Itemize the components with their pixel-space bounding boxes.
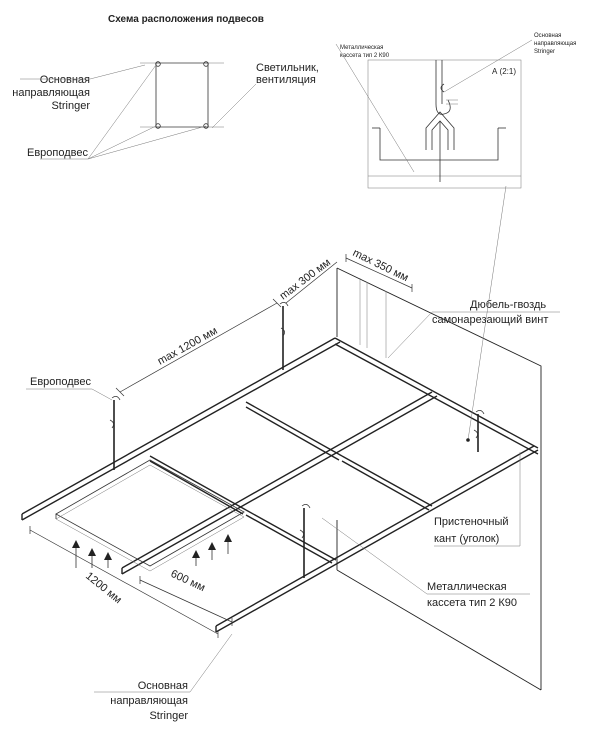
insertion-arrows bbox=[72, 534, 232, 568]
cross-rail bbox=[341, 455, 433, 507]
detail-profile bbox=[379, 128, 499, 161]
scheme-light-label-1: Светильник, bbox=[256, 62, 319, 74]
cassette-panel-edge bbox=[55, 464, 245, 572]
scheme-guide-label-2: направляющая bbox=[12, 87, 90, 99]
dim-tick bbox=[115, 387, 125, 397]
hanger-label: Европодвес bbox=[30, 376, 92, 388]
dim-300-line bbox=[285, 261, 338, 304]
stringer-2 bbox=[121, 391, 433, 569]
dowel-label-2: самонарезающий винт bbox=[432, 314, 548, 326]
stringer-1 bbox=[21, 341, 341, 521]
scheme-light-leader bbox=[211, 83, 257, 129]
scheme-guide-leader bbox=[20, 64, 146, 80]
detail-tee-profile bbox=[425, 111, 455, 150]
guide-leader bbox=[94, 633, 233, 693]
stringer-3 bbox=[215, 445, 535, 627]
scheme-hanger-leader bbox=[87, 125, 157, 160]
dim-1200-bottom-line bbox=[29, 529, 219, 635]
guide-label-1: Основная bbox=[138, 680, 188, 692]
wall-plane-outline bbox=[336, 267, 542, 690]
detail-callout-leader bbox=[467, 185, 507, 441]
scheme-cell bbox=[155, 62, 209, 128]
wall-angle-back bbox=[334, 337, 539, 449]
main-isometric-view: max 1200 мм max 300 мм max 350 мм Дюбель… bbox=[21, 185, 560, 722]
arrow-up-icon bbox=[208, 542, 216, 550]
cassette-label-2: кассета тип 2 К90 bbox=[427, 597, 517, 609]
dim-600-label: 600 мм bbox=[169, 568, 207, 594]
wall-angle-label-1: Пристеночный bbox=[434, 516, 509, 528]
callout-point bbox=[466, 438, 470, 442]
hanger-leader bbox=[26, 388, 113, 401]
hanger-clip bbox=[473, 410, 485, 439]
hanger-layout-scheme: Схема расположения подвесов Основная нап… bbox=[12, 14, 319, 160]
detail-guide-label-1: Основная bbox=[534, 33, 561, 39]
scheme-title: Схема расположения подвесов bbox=[108, 14, 264, 25]
dim-max-300-label: max 300 мм bbox=[278, 256, 333, 302]
scheme-guide-label-3: Stringer bbox=[51, 100, 90, 112]
detail-scale-label: А (2:1) bbox=[492, 67, 516, 76]
arrow-up-icon bbox=[224, 534, 232, 542]
scheme-light-label-2: вентиляция bbox=[256, 74, 316, 86]
wall-angle-back bbox=[334, 343, 539, 455]
dim-max-1200-label: max 1200 мм bbox=[156, 325, 220, 368]
cross-rail bbox=[341, 460, 430, 511]
hanger-clip bbox=[299, 504, 311, 539]
detail-guide-leader bbox=[443, 39, 533, 93]
cassette-label-1: Металлическая bbox=[427, 581, 507, 593]
dowel-label-1: Дюбель-гвоздь bbox=[470, 299, 546, 311]
detail-guide-label-2: направляющая bbox=[534, 41, 576, 47]
detail-cassette-label-1: Металлическая bbox=[340, 45, 383, 51]
detail-a-view: Металлическая кассета тип 2 К90 Основная… bbox=[335, 33, 576, 189]
stringer-2 bbox=[121, 395, 438, 575]
scheme-hanger-label: Европодвес bbox=[27, 147, 89, 159]
detail-frame bbox=[367, 59, 522, 189]
detail-cassette-label-2: кассета тип 2 К90 bbox=[340, 53, 390, 59]
dim-350-line bbox=[345, 257, 413, 289]
dim-1200-label: 1200 мм bbox=[83, 570, 124, 606]
cross-rail bbox=[245, 514, 333, 564]
dowel-leader bbox=[387, 311, 560, 359]
cross-rail bbox=[149, 455, 247, 511]
hanger-clip bbox=[109, 396, 121, 429]
scheme-guide-label-1: Основная bbox=[40, 74, 90, 86]
detail-cassette-leader bbox=[335, 43, 415, 173]
arrow-up-icon bbox=[104, 552, 112, 560]
arrow-up-icon bbox=[72, 540, 80, 548]
dim-600-line bbox=[139, 579, 233, 623]
dim-1200-line bbox=[119, 302, 278, 393]
cassette-panel bbox=[55, 459, 245, 567]
wall-angle-leader bbox=[434, 452, 521, 547]
dim-tick bbox=[272, 298, 282, 308]
hanger-clip bbox=[279, 302, 289, 337]
stringer-3 bbox=[215, 449, 539, 633]
cross-rail bbox=[245, 406, 340, 461]
detail-hanger-hook bbox=[435, 83, 451, 115]
scheme-hanger-marker bbox=[155, 61, 161, 67]
cross-rail bbox=[149, 460, 244, 515]
arrow-up-icon bbox=[192, 550, 200, 558]
wall-angle-label-2: кант (уголок) bbox=[434, 533, 499, 545]
cassette-leader bbox=[321, 517, 530, 595]
scheme-hanger-marker bbox=[203, 61, 209, 67]
guide-label-3: Stringer bbox=[149, 710, 188, 722]
scheme-hanger-marker bbox=[203, 123, 209, 129]
cross-rail bbox=[245, 401, 343, 457]
arrow-up-icon bbox=[88, 548, 96, 556]
wall-bottom-edge bbox=[336, 569, 542, 691]
scheme-hanger-leader bbox=[87, 125, 207, 160]
hangers bbox=[109, 302, 485, 578]
cross-rail bbox=[245, 509, 337, 561]
guide-label-2: направляющая bbox=[110, 695, 188, 707]
detail-guide-label-3: Stringer bbox=[534, 49, 555, 55]
